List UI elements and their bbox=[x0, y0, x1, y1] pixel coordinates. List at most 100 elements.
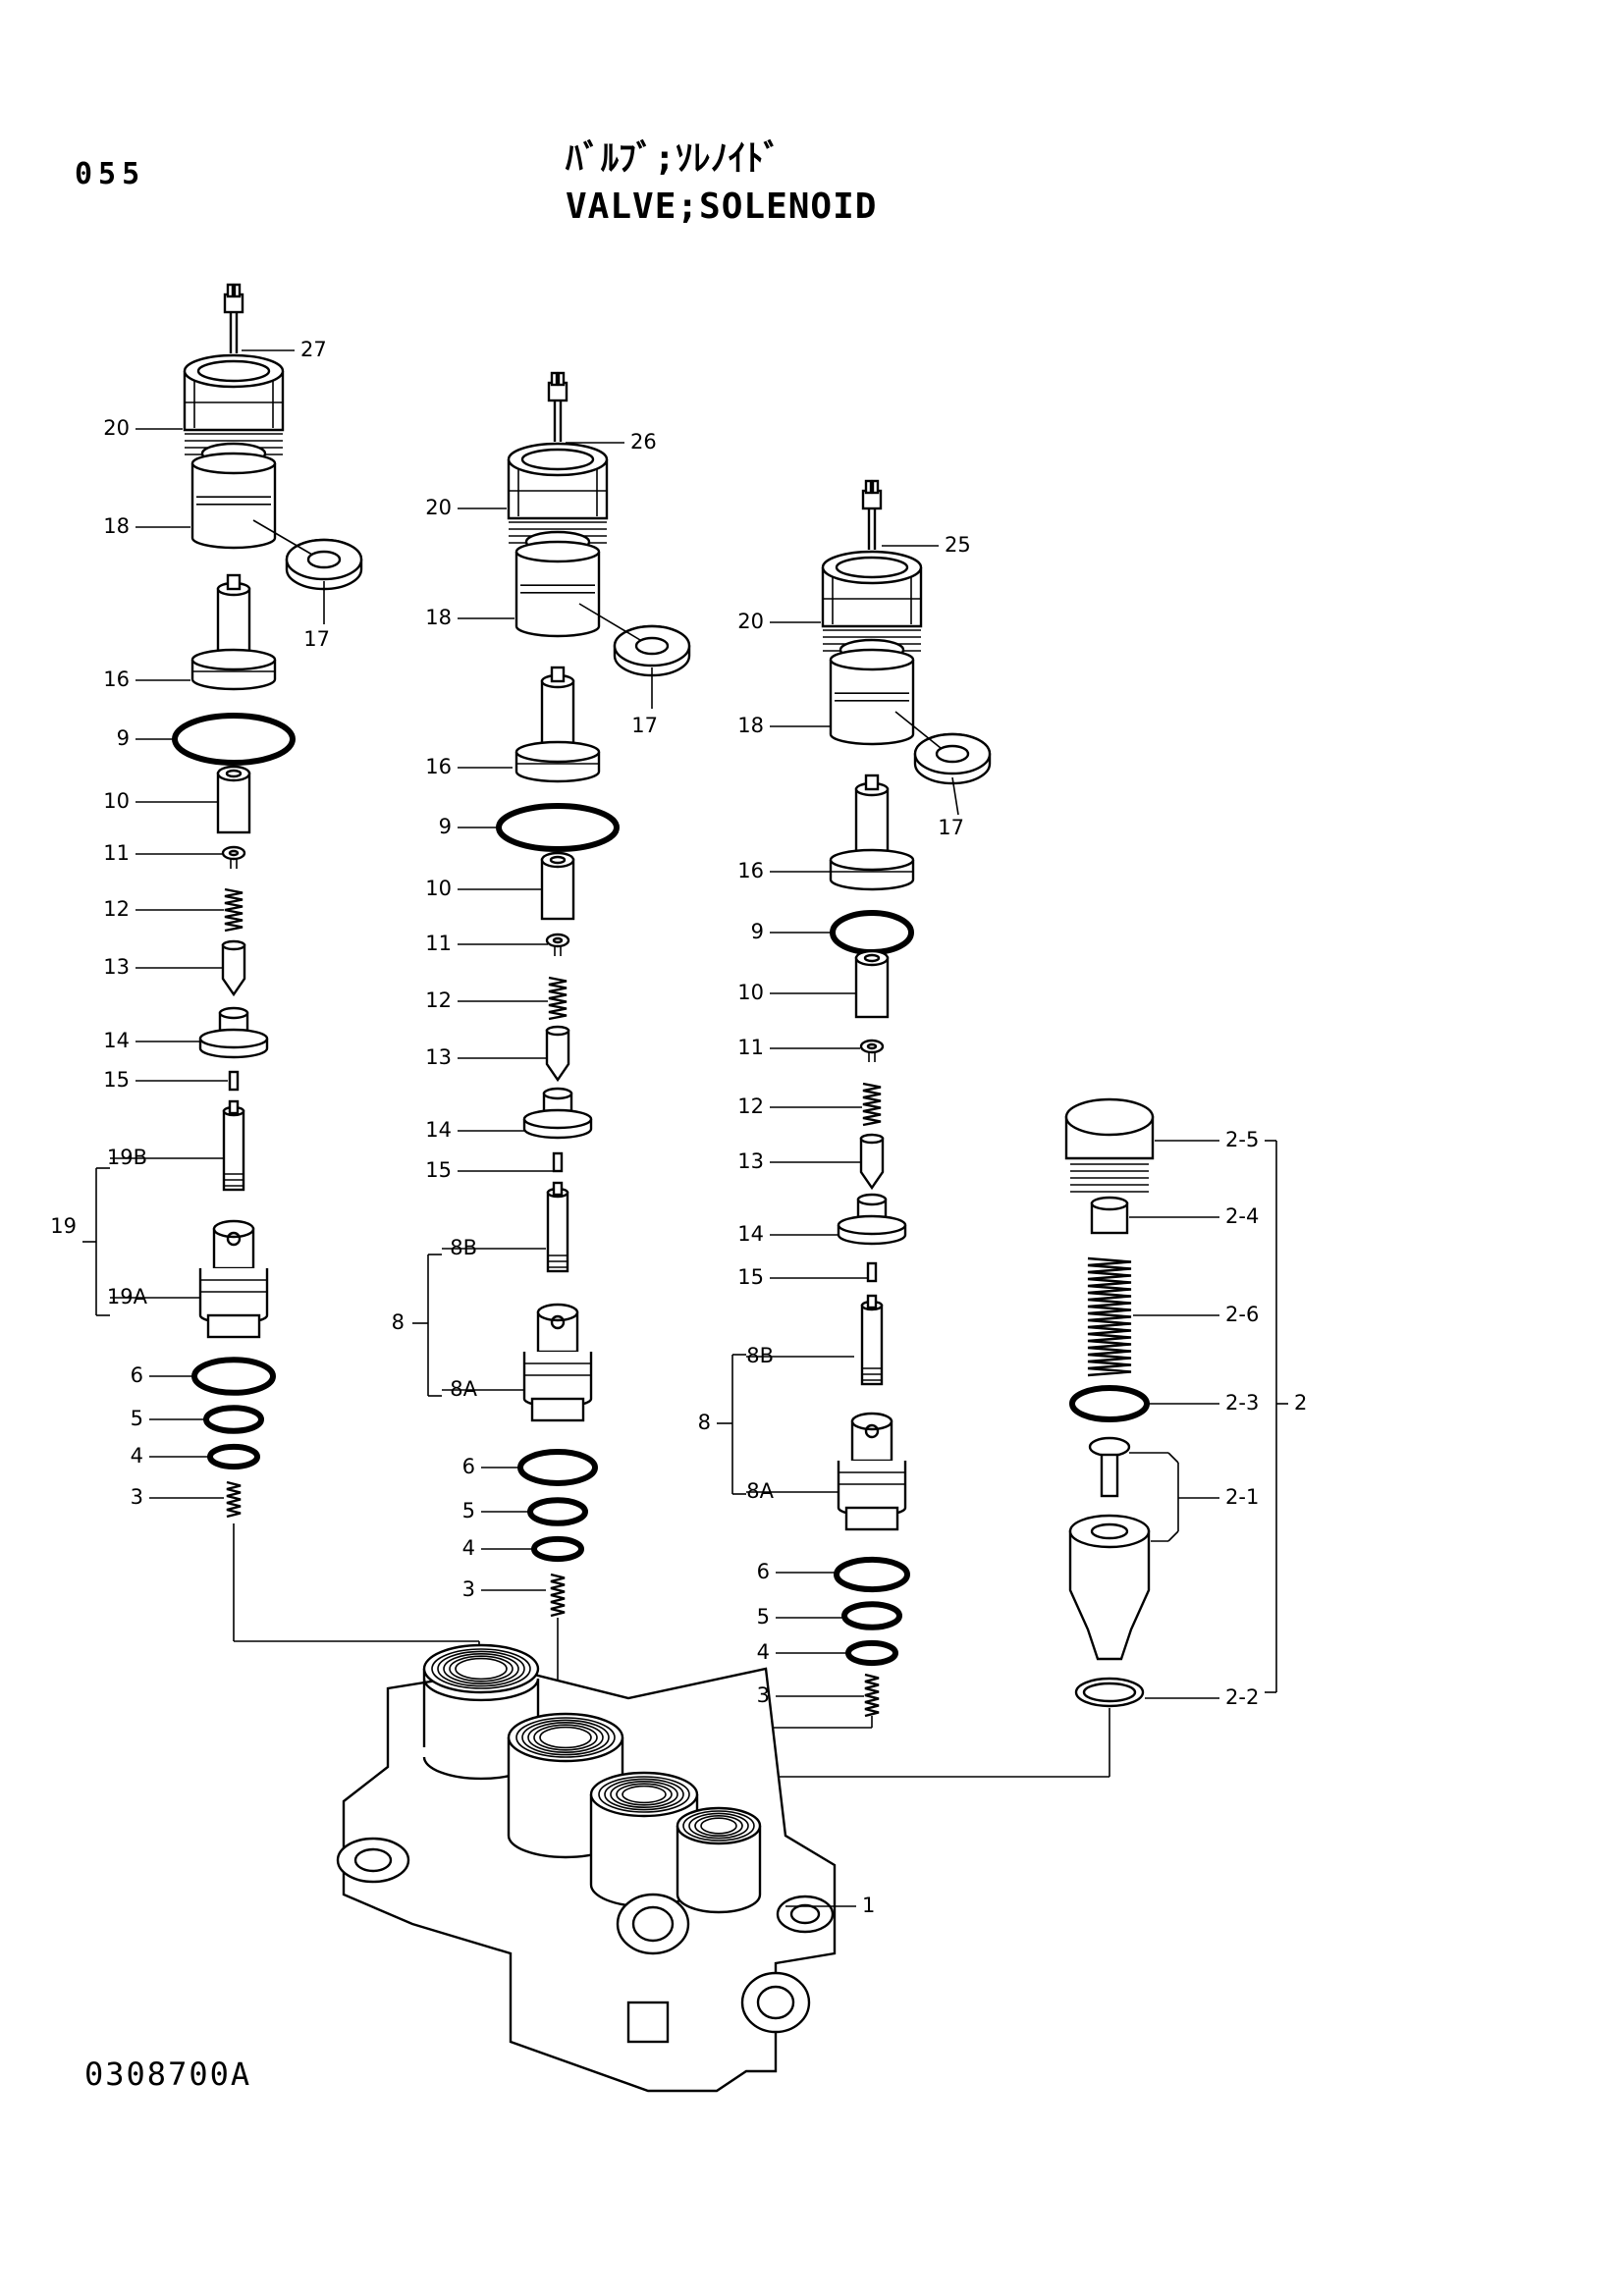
oring-654-c bbox=[834, 1556, 910, 1593]
seat-14-a-neck-top bbox=[218, 1006, 249, 1020]
sleeve-8a-b-neck-top bbox=[536, 1303, 579, 1322]
spool-8b-b bbox=[546, 1191, 569, 1273]
poppet-13-c-top bbox=[859, 1133, 885, 1145]
sleeve-10-c bbox=[854, 956, 890, 1019]
ring-11-c-hole bbox=[866, 1042, 878, 1050]
callout-labels: 2720181716910111213141519B1919A654326201… bbox=[50, 338, 1307, 1917]
callout-label: 27 bbox=[300, 338, 327, 361]
callout-label: 3 bbox=[757, 1683, 770, 1707]
body-port-1-thread bbox=[431, 1648, 531, 1689]
callout-label: 17 bbox=[303, 627, 330, 651]
ring-11-b bbox=[545, 933, 570, 948]
callout-label: 5 bbox=[462, 1499, 475, 1522]
callout-label: 8A bbox=[450, 1377, 477, 1401]
ring-11-c bbox=[859, 1039, 885, 1054]
plug-2-5-top bbox=[1064, 1097, 1155, 1137]
seat-2-1-top bbox=[1068, 1514, 1151, 1549]
sleeve-10-a-bore bbox=[225, 769, 243, 778]
callout-label: 8 bbox=[392, 1310, 405, 1334]
ring-11-a-hole bbox=[228, 849, 240, 857]
pin-15-c bbox=[866, 1261, 878, 1283]
callout-label: 2 bbox=[1294, 1391, 1307, 1415]
body-port-3-thread bbox=[610, 1781, 678, 1809]
valve-1-coil bbox=[190, 463, 277, 550]
sleeve-8a-c-port bbox=[864, 1423, 880, 1439]
spring-3-a bbox=[226, 1480, 242, 1519]
body-port-2-thread bbox=[527, 1722, 604, 1754]
spring-12-a bbox=[224, 887, 243, 933]
callout-label: 9 bbox=[117, 726, 130, 750]
fork-2-1 bbox=[1167, 1530, 1179, 1542]
sleeve-10-a-top bbox=[216, 765, 251, 782]
stem-16-a-pin bbox=[226, 573, 242, 591]
spool-8b-c bbox=[860, 1304, 884, 1386]
callout-label: 11 bbox=[737, 1036, 764, 1059]
callout-label: 6 bbox=[462, 1455, 475, 1478]
body-port-2-thread bbox=[533, 1724, 598, 1751]
valve-3-nut-bore bbox=[835, 556, 909, 579]
sleeve-8a-c-neck-top bbox=[850, 1412, 893, 1431]
stem-16-a-flange-top bbox=[190, 648, 277, 671]
callout-label: 4 bbox=[131, 1444, 143, 1468]
valve-1-coil-top bbox=[190, 452, 277, 475]
sleeve-10-b bbox=[540, 858, 575, 921]
callout-label: 11 bbox=[425, 932, 452, 955]
callout-label: 2-6 bbox=[1225, 1303, 1259, 1326]
callout-label: 12 bbox=[103, 897, 130, 921]
stem-16-c-flange-top bbox=[829, 848, 915, 872]
callout-label: 19 bbox=[50, 1214, 77, 1238]
side-port-1 bbox=[616, 1893, 690, 1955]
spring-12-b bbox=[548, 976, 568, 1021]
body-port-2-thread bbox=[521, 1719, 610, 1756]
callout-label: 3 bbox=[462, 1577, 475, 1601]
side-port-1-bore bbox=[631, 1905, 675, 1943]
seat-2-1-bore bbox=[1090, 1522, 1129, 1540]
valve-body bbox=[342, 1667, 837, 2093]
poppet-2-1-stem bbox=[1100, 1453, 1119, 1498]
callout-label: 3 bbox=[131, 1485, 143, 1509]
callout-label: 13 bbox=[425, 1045, 452, 1069]
callout-label: 20 bbox=[425, 496, 452, 519]
sleeve-19a-a-port bbox=[226, 1231, 242, 1247]
callout-label: 18 bbox=[425, 606, 452, 629]
callout-label: 6 bbox=[131, 1363, 143, 1387]
part-drawings bbox=[172, 283, 1155, 2093]
callout-label: 26 bbox=[630, 430, 657, 454]
callout-label: 12 bbox=[737, 1095, 764, 1118]
body-port-4-thread bbox=[700, 1817, 737, 1835]
washer-17-c-hole bbox=[935, 744, 970, 764]
callout-label: 20 bbox=[103, 416, 130, 440]
valve-2-coil-top bbox=[514, 540, 601, 563]
oring-654-a bbox=[207, 1443, 260, 1470]
callout-label: 5 bbox=[131, 1407, 143, 1430]
body-port-1-thread bbox=[437, 1650, 525, 1687]
stem-16-b-stem bbox=[540, 679, 575, 750]
retainer-2-4-top bbox=[1090, 1196, 1129, 1211]
seat-14-a-base-top bbox=[198, 1028, 269, 1049]
callout-label: 8B bbox=[450, 1236, 477, 1259]
callout-label: 20 bbox=[737, 610, 764, 633]
callout-label: 11 bbox=[103, 841, 130, 865]
sleeve-10-b-top bbox=[540, 851, 575, 869]
callout-label: 8 bbox=[698, 1411, 711, 1434]
callout-label: 2-3 bbox=[1225, 1391, 1259, 1415]
mount-ear-right bbox=[776, 1895, 835, 1934]
seat-14-c-base-top bbox=[837, 1214, 907, 1236]
oring-654-a bbox=[191, 1357, 276, 1396]
stem-16-a-stem bbox=[216, 587, 251, 658]
callout-label: 17 bbox=[938, 816, 964, 839]
stem-16-b-flange-top bbox=[514, 740, 601, 764]
spring-12-c bbox=[862, 1082, 882, 1127]
body-port-1-thread bbox=[443, 1653, 519, 1685]
body-port-3-thread bbox=[604, 1778, 684, 1811]
body-port-4-thread bbox=[688, 1812, 749, 1840]
callout-label: 10 bbox=[103, 789, 130, 813]
callout-label: 19A bbox=[107, 1285, 148, 1308]
callout-label: 8B bbox=[746, 1344, 774, 1367]
spring-2-6 bbox=[1087, 1256, 1132, 1377]
callout-label: 15 bbox=[425, 1158, 452, 1182]
stem-16-b-pin bbox=[550, 666, 566, 683]
callout-label: 16 bbox=[737, 859, 764, 882]
page-number: 055 bbox=[75, 157, 146, 191]
